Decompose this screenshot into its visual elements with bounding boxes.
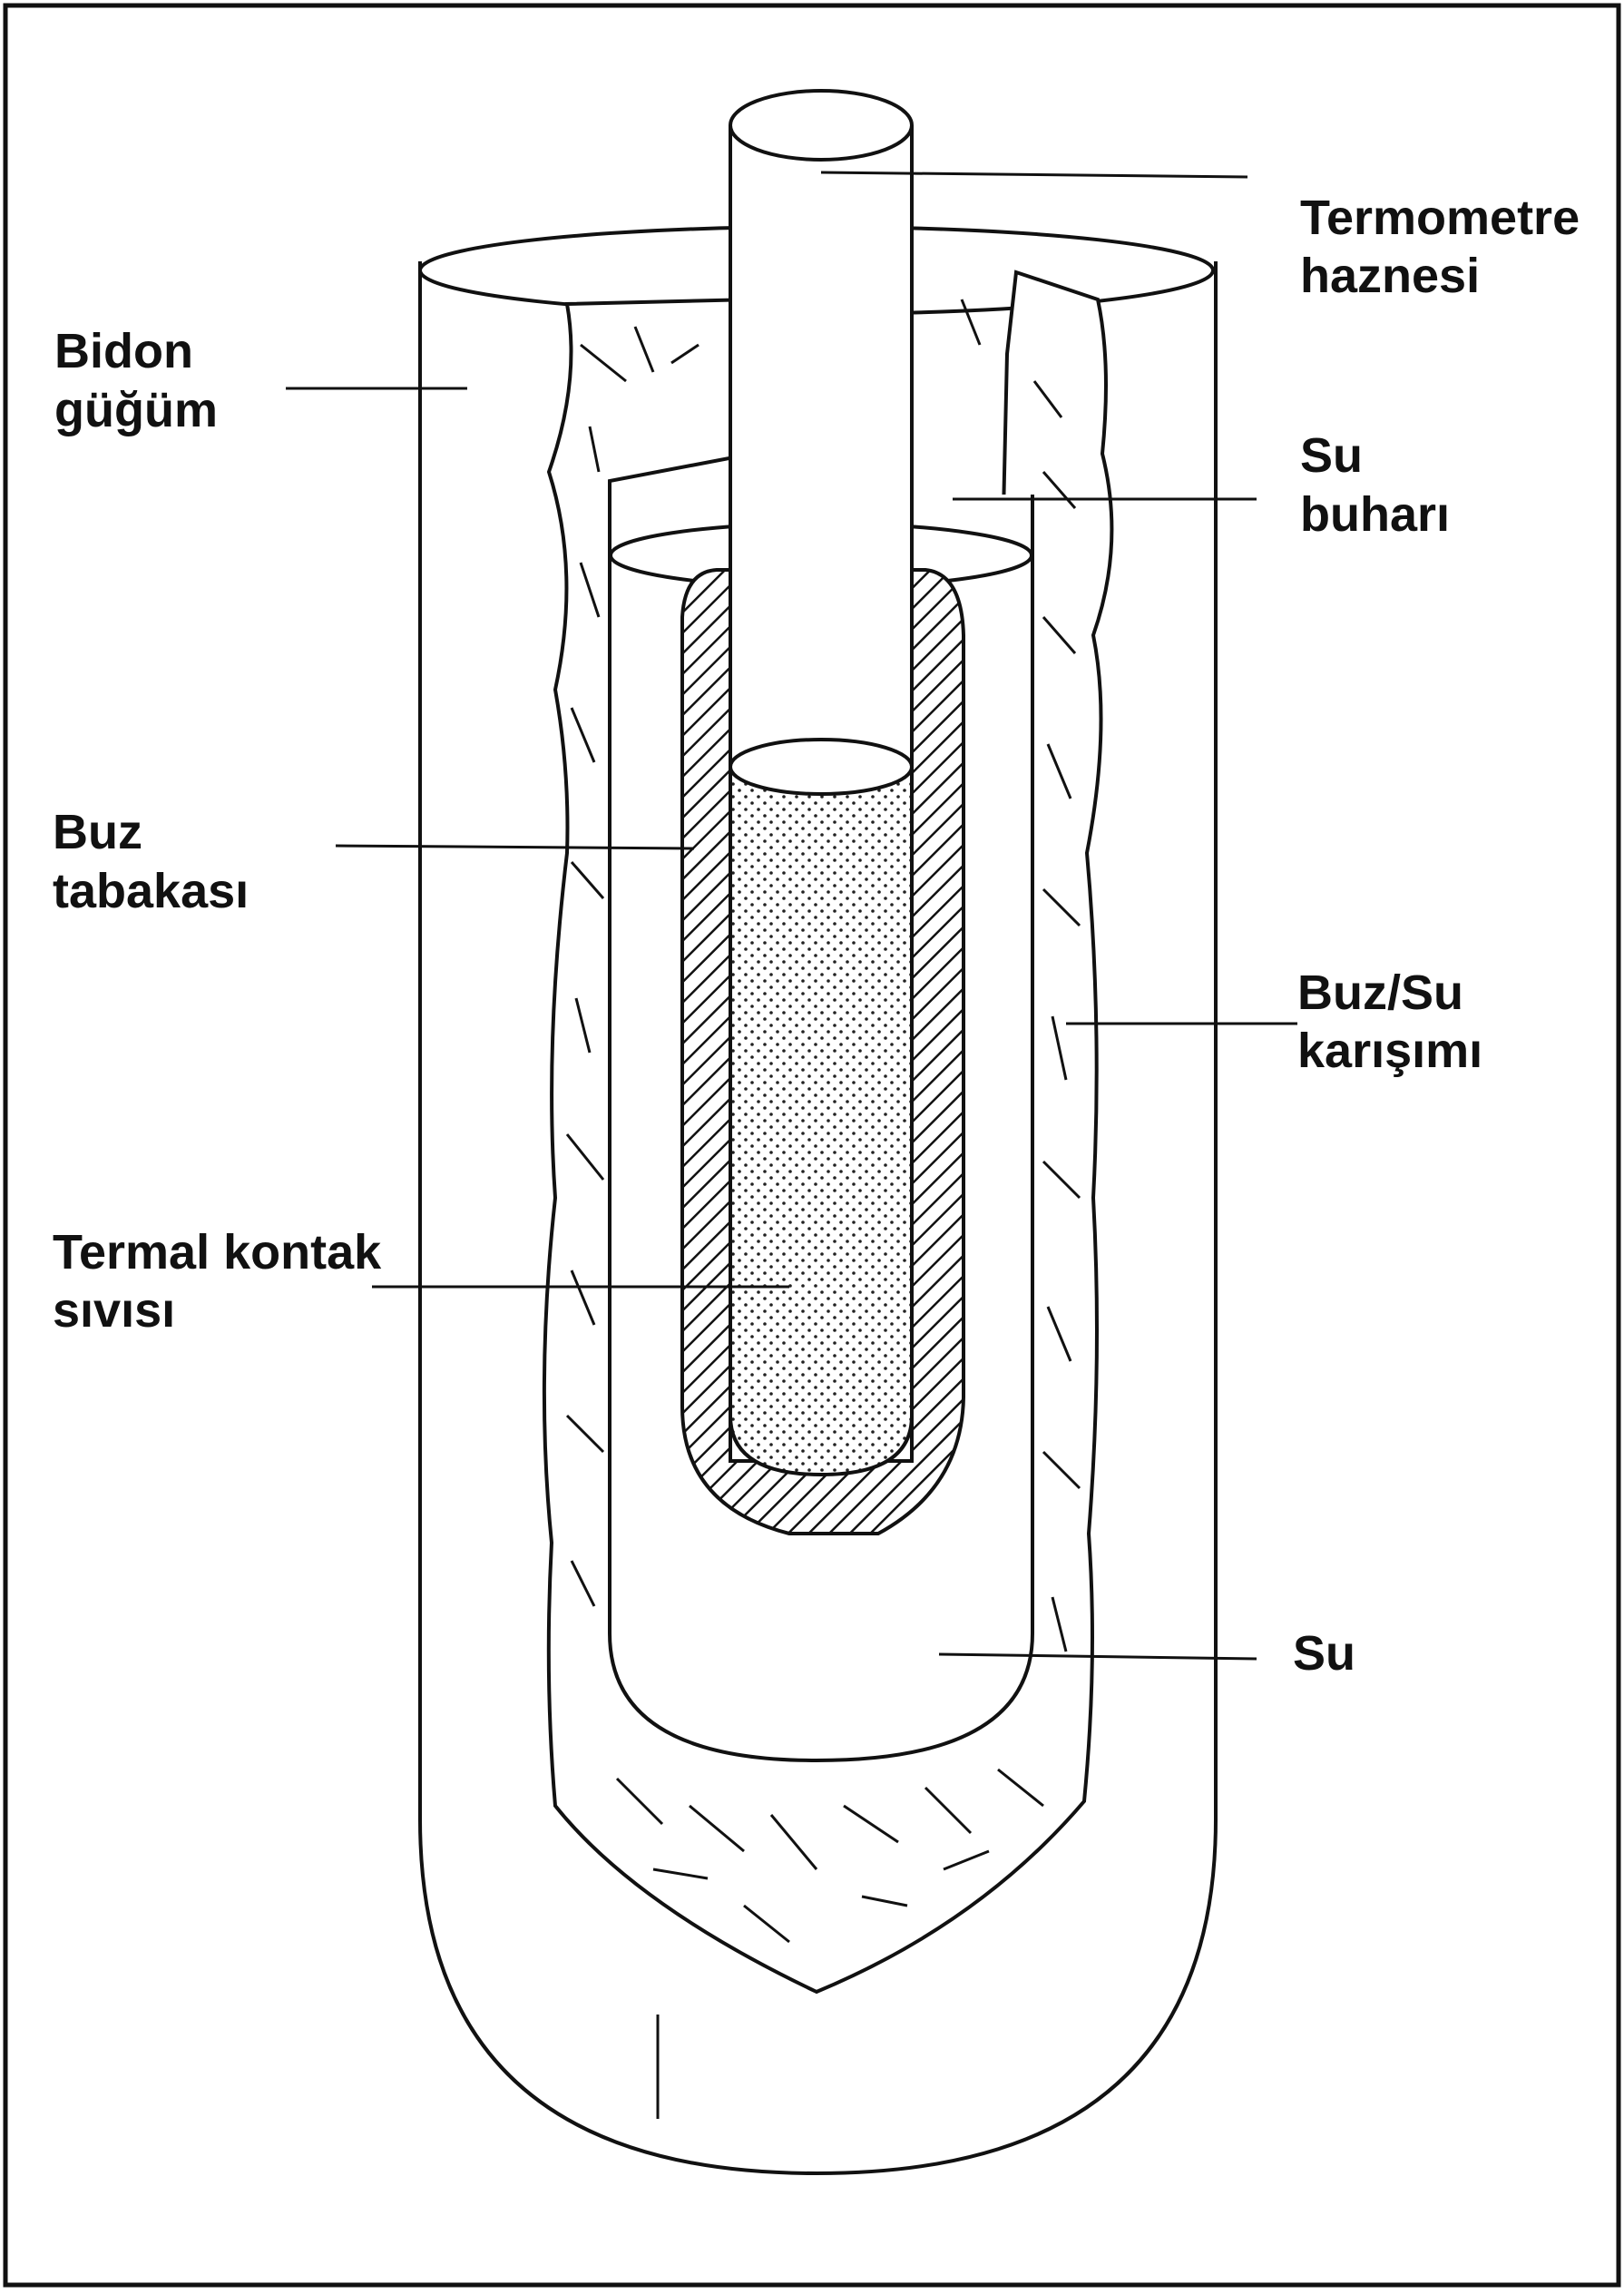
label-termal-kontak: Termal kontak	[53, 1225, 382, 1279]
label-gugum: güğüm	[54, 383, 218, 437]
label-buz: Buz	[53, 805, 142, 859]
label-bidon: Bidon	[54, 324, 193, 378]
label-su-buhari-1: Su	[1300, 428, 1363, 483]
label-tabakasi: tabakası	[53, 864, 249, 918]
label-su: Su	[1293, 1626, 1355, 1681]
label-sivisi: sıvısı	[53, 1283, 175, 1338]
thermal-contact-fluid	[730, 767, 912, 1475]
thermal-fluid-surface	[730, 740, 912, 794]
label-su-buhari-2: buharı	[1300, 487, 1450, 542]
label-termometre: Termometre	[1300, 191, 1580, 245]
thermometer-well-top	[730, 91, 912, 160]
label-haznesi: haznesi	[1300, 249, 1480, 303]
label-buz-su: Buz/Su	[1297, 966, 1463, 1020]
label-karisimi: karışımı	[1297, 1024, 1482, 1078]
